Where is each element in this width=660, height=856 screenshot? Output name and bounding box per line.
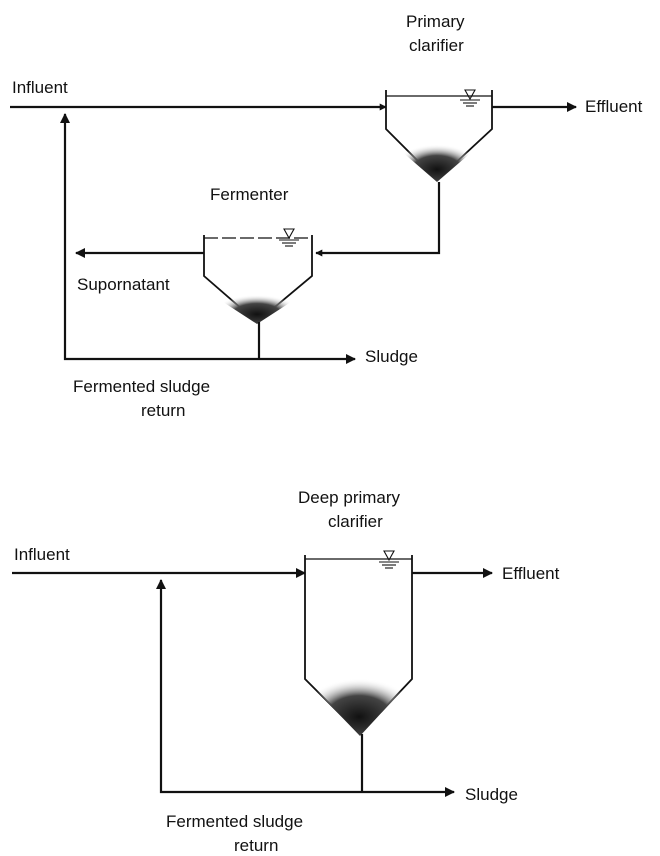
top-return-label-2: return (141, 401, 185, 420)
top-return-label-1: Fermented sludge (73, 377, 210, 396)
bottom-diagram: Influent Deep primary clarifier Effluent… (12, 488, 560, 855)
bottom-influent-label: Influent (14, 545, 70, 564)
top-effluent-label: Effluent (585, 97, 643, 116)
bottom-clarifier-label-2: clarifier (328, 512, 383, 531)
bottom-return-line (156, 579, 362, 794)
top-primary-clarifier-label-2: clarifier (409, 36, 464, 55)
top-diagram: Influent Primary clarifier Effluent Ferm… (10, 12, 643, 420)
top-influent-label: Influent (12, 78, 68, 97)
water-level-icon (379, 550, 399, 569)
bottom-effluent-label: Effluent (502, 564, 560, 583)
bottom-return-label-2: return (234, 836, 278, 855)
top-supernatant-label: Supornatant (77, 275, 170, 294)
top-primary-clarifier-tank (385, 89, 493, 182)
bottom-return-label-1: Fermented sludge (166, 812, 303, 831)
bottom-deep-clarifier-tank (304, 550, 413, 736)
top-primary-sludge-line (315, 182, 441, 257)
bottom-sludge-label: Sludge (465, 785, 518, 804)
water-level-icon (279, 228, 299, 247)
top-return-line (60, 113, 259, 361)
top-primary-clarifier-label-1: Primary (406, 12, 465, 31)
top-sludge-label: Sludge (365, 347, 418, 366)
top-fermenter-label: Fermenter (210, 185, 289, 204)
bottom-clarifier-label-1: Deep primary (298, 488, 401, 507)
water-level-icon (460, 89, 480, 107)
top-fermenter-tank (203, 228, 313, 324)
